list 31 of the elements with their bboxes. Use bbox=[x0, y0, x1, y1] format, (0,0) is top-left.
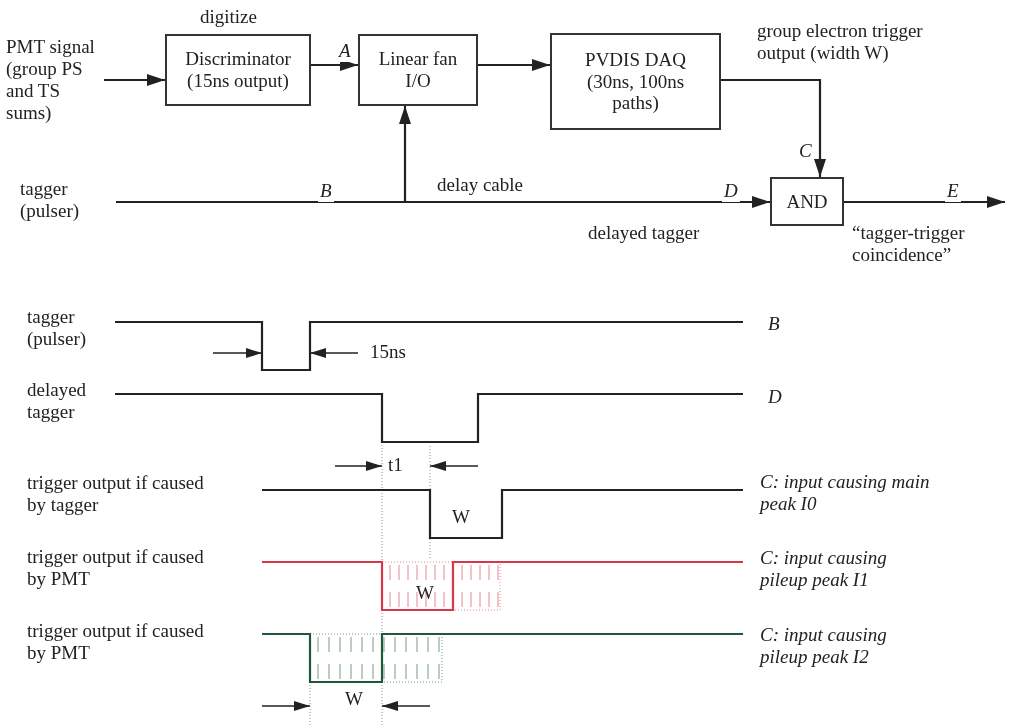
signal-label: tagger (pulser) bbox=[20, 178, 115, 228]
waveform-label: trigger output if caused by PMT bbox=[27, 546, 205, 590]
waveform-label: delayed tagger bbox=[27, 379, 88, 423]
condition-label: C: input causing pileup peak I1 bbox=[760, 547, 888, 591]
pulse-width-label: W bbox=[452, 506, 470, 528]
condition-label: C: input causing main peak I0 bbox=[760, 471, 931, 515]
arrow bbox=[311, 59, 358, 71]
arrow bbox=[721, 78, 826, 177]
signal-letter: D bbox=[768, 386, 782, 408]
waveform-label: trigger output if caused by PMT bbox=[27, 620, 205, 664]
process-box: Linear fan I/O bbox=[358, 34, 478, 106]
dimension-label: 15ns bbox=[370, 341, 406, 363]
process-box: Discriminator (15ns output) bbox=[165, 34, 311, 106]
pulse-width-label: W bbox=[416, 582, 434, 604]
arrow bbox=[104, 74, 165, 86]
pulse-width-label: W bbox=[345, 688, 363, 710]
dimension-label: t1 bbox=[388, 454, 403, 476]
annotation-label: digitize bbox=[200, 6, 257, 28]
cable-label: delay cable bbox=[437, 174, 523, 196]
signal-label: delayed tagger bbox=[588, 222, 700, 244]
waveform-label: tagger (pulser) bbox=[27, 306, 88, 350]
arrow bbox=[478, 59, 550, 71]
signal-label: PMT signal (group PS and TS sums) bbox=[6, 36, 106, 136]
signal-label: group electron trigger output (width W) bbox=[757, 20, 924, 64]
condition-label: C: input causing pileup peak I2 bbox=[760, 624, 888, 668]
gate-box: AND bbox=[770, 177, 844, 226]
waveform-label: trigger output if caused by tagger bbox=[27, 472, 205, 516]
process-box: PVDIS DAQ (30ns, 100ns paths) bbox=[550, 33, 721, 130]
arrow bbox=[844, 196, 1005, 208]
output-label: “tagger-trigger coincidence” bbox=[852, 222, 966, 266]
signal-letter: B bbox=[768, 313, 780, 335]
